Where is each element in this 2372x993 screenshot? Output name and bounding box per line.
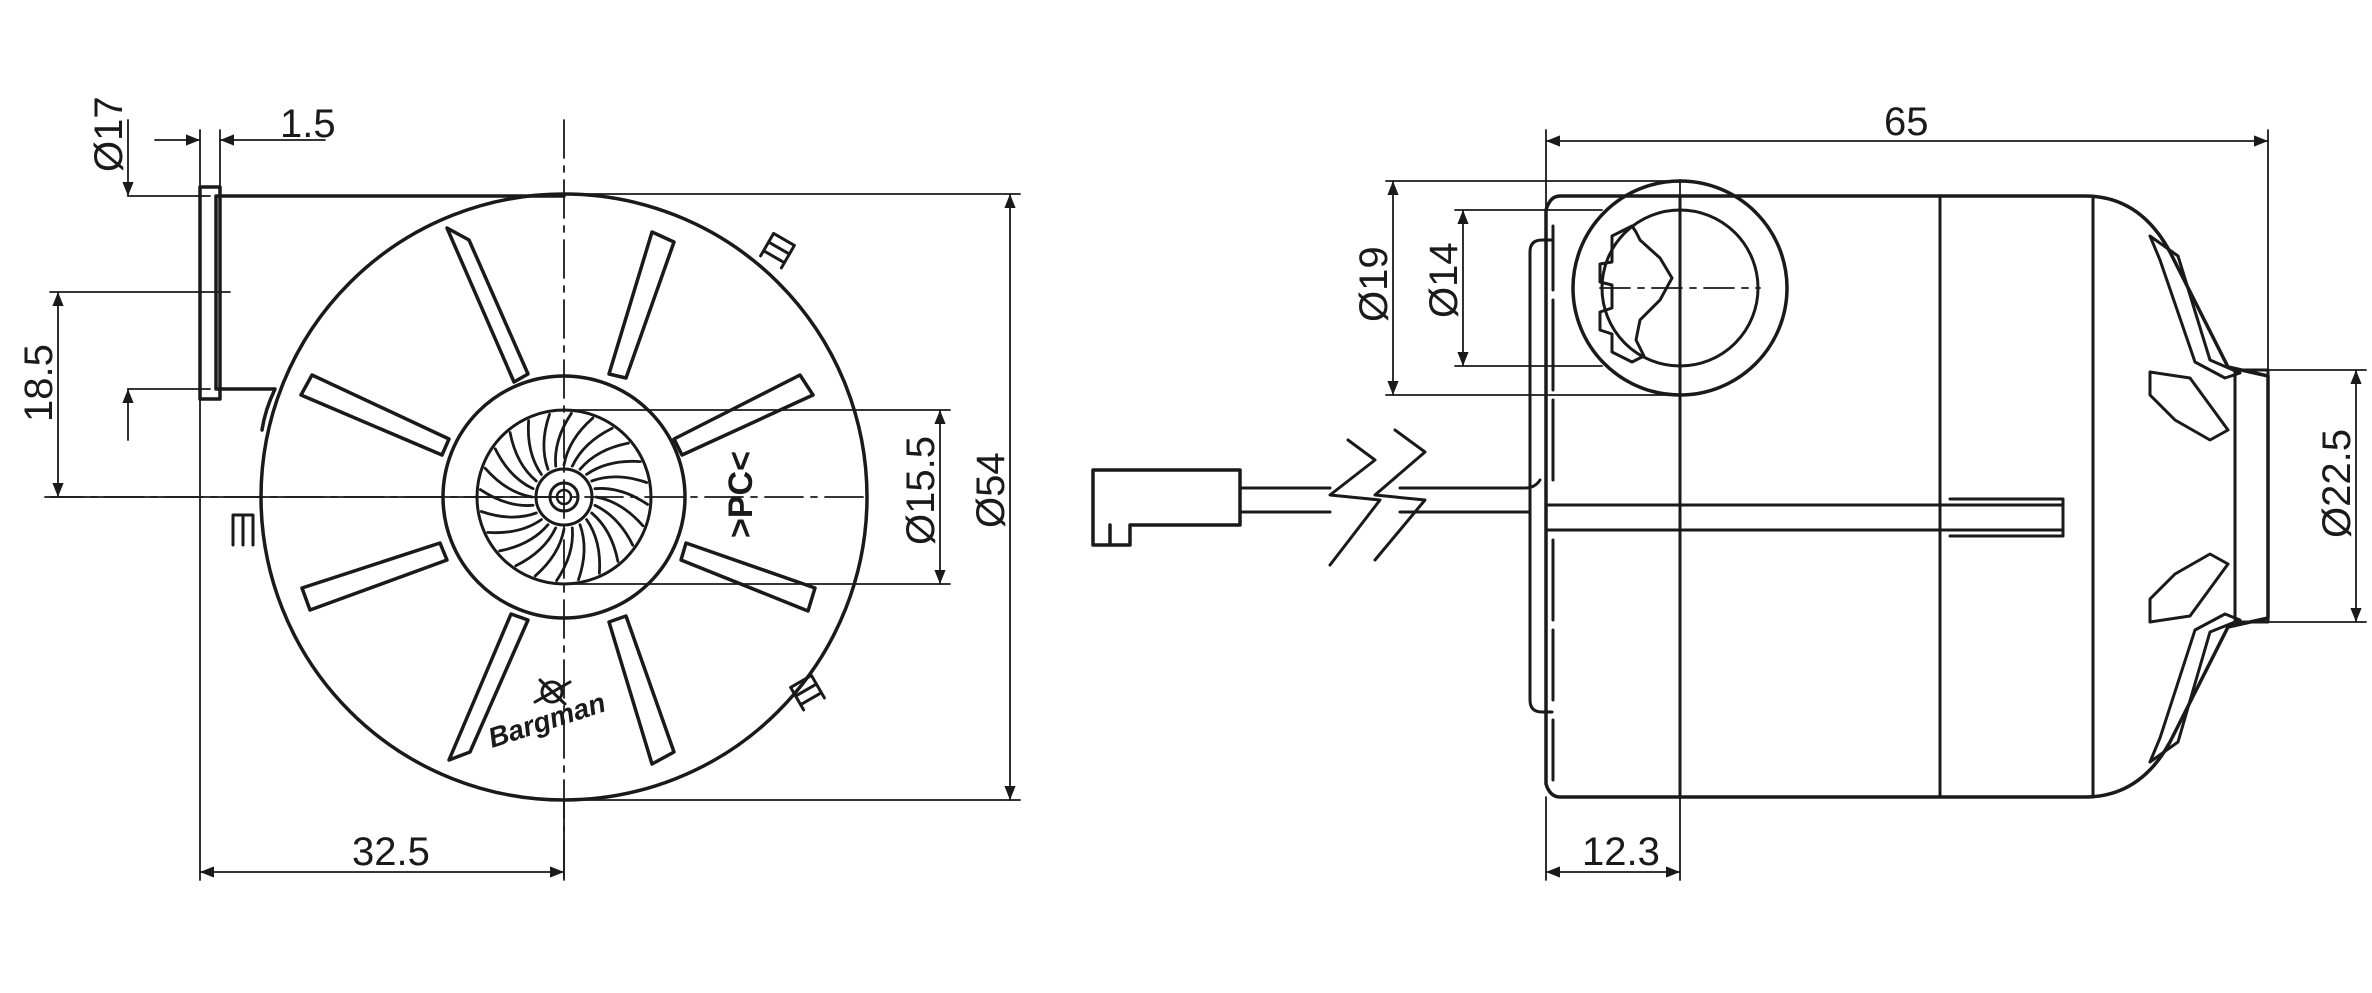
hub-vane bbox=[594, 495, 645, 528]
hub-vane bbox=[593, 503, 635, 547]
dim-flange-diameter: Ø17 bbox=[87, 96, 131, 172]
hub-vane bbox=[562, 416, 595, 467]
dim-housing-diameter: Ø54 bbox=[969, 452, 1013, 528]
dim-hub-diameter: Ø15.5 bbox=[899, 436, 943, 545]
blade bbox=[445, 226, 530, 384]
hub-vane bbox=[514, 526, 558, 568]
shaft-end bbox=[2233, 368, 2270, 624]
hub-vane bbox=[590, 475, 649, 484]
dim-overall-length: 65 bbox=[1884, 100, 1929, 144]
hub-vane bbox=[533, 527, 566, 578]
blade bbox=[607, 230, 676, 380]
hub-vane bbox=[554, 411, 573, 468]
dim-shaft-end-diameter: Ø22.5 bbox=[2315, 429, 2359, 538]
hub-vane bbox=[526, 419, 543, 476]
blade bbox=[672, 373, 815, 457]
hub-vane bbox=[590, 511, 620, 563]
impeller-blades bbox=[299, 226, 817, 766]
bracket-ribs bbox=[1528, 224, 1555, 782]
blade bbox=[300, 541, 449, 612]
wire-connector bbox=[1091, 468, 1242, 547]
lead-wire bbox=[1238, 478, 2065, 538]
dim-outlet-offset: 18.5 bbox=[17, 344, 61, 422]
blade bbox=[607, 614, 676, 766]
outlet-flange bbox=[198, 185, 222, 401]
hub-vane bbox=[478, 488, 535, 507]
hub-vane bbox=[498, 523, 550, 553]
front-dimension-lines bbox=[49, 119, 1021, 881]
hub-vane bbox=[585, 459, 642, 476]
hub-vane bbox=[479, 510, 538, 519]
hub-vane bbox=[542, 412, 551, 471]
side-dimension-lines bbox=[1385, 129, 2367, 881]
dim-inlet-to-center: 32.5 bbox=[352, 830, 430, 874]
hub-vane bbox=[555, 526, 574, 583]
hub-vane bbox=[570, 426, 614, 468]
blade bbox=[447, 612, 530, 762]
wire-break-symbol bbox=[1328, 428, 1427, 567]
dim-flange-thickness: 1.5 bbox=[280, 102, 336, 146]
hub-vane bbox=[508, 431, 538, 483]
motor-body bbox=[1544, 194, 2270, 799]
hub-vane bbox=[493, 447, 535, 491]
pc-mark: >PC< bbox=[722, 451, 760, 538]
blade bbox=[679, 541, 817, 613]
logo-mark bbox=[533, 678, 572, 706]
hub-vane bbox=[578, 441, 630, 471]
rear-tabs bbox=[2148, 234, 2242, 764]
hub-vane bbox=[585, 518, 602, 575]
blade bbox=[299, 373, 451, 457]
dim-outlet-inner-diameter: Ø14 bbox=[1422, 242, 1466, 318]
housing-tabs bbox=[231, 231, 826, 712]
impeller-edge bbox=[1598, 224, 1674, 364]
hub-vane bbox=[483, 466, 534, 499]
dim-flange-offset: 12.3 bbox=[1582, 830, 1660, 874]
hub-vane bbox=[577, 523, 586, 582]
hub-vanes bbox=[478, 411, 650, 583]
dim-outlet-outer-diameter: Ø19 bbox=[1352, 246, 1396, 322]
hub-vane bbox=[486, 518, 543, 535]
side-view bbox=[1091, 129, 2367, 881]
outlet-duct bbox=[214, 194, 566, 432]
hub-vane bbox=[593, 487, 650, 506]
front-view bbox=[44, 119, 1021, 881]
